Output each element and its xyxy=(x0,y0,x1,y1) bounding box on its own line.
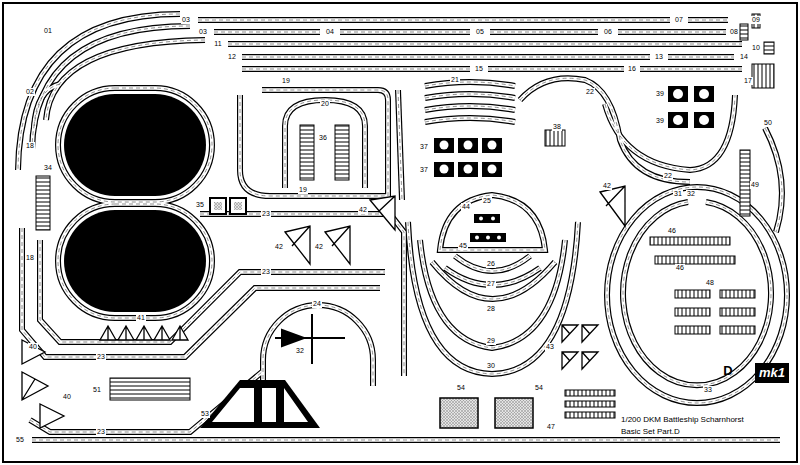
part-number: 02 xyxy=(25,88,35,96)
part-number: 46 xyxy=(675,264,685,272)
part-number: 40 xyxy=(28,343,38,351)
part-number: 42 xyxy=(358,206,368,214)
fittings xyxy=(210,86,714,428)
part-number: 09 xyxy=(751,16,761,24)
part-number: 35 xyxy=(195,201,205,209)
part-number: 23 xyxy=(96,428,106,436)
part-number: 53 xyxy=(200,410,210,418)
railing-strip-detail xyxy=(18,14,787,440)
part-number: 36 xyxy=(318,134,328,142)
part-number: 37 xyxy=(419,143,429,151)
part-number: 25 xyxy=(482,197,492,205)
part-number: 03 xyxy=(198,28,208,36)
oval-plate xyxy=(64,94,206,196)
part-number: 33 xyxy=(703,386,713,394)
part-number: 42 xyxy=(274,243,284,251)
part-number: 22 xyxy=(585,88,595,96)
bracket-53 xyxy=(200,380,320,428)
part-number: 39 xyxy=(655,117,665,125)
part-number: 37 xyxy=(419,166,429,174)
part-number: 38 xyxy=(552,123,562,131)
part-number: 07 xyxy=(674,16,684,24)
part-number: 12 xyxy=(227,53,237,61)
part-number: 19 xyxy=(281,77,291,85)
part-number: 54 xyxy=(534,384,544,392)
part-number: 18 xyxy=(25,254,35,262)
part-number: 45 xyxy=(458,242,468,250)
part-number: 04 xyxy=(325,28,335,36)
part-number: 05 xyxy=(475,28,485,36)
part-number: 23 xyxy=(261,210,271,218)
part-number: 01 xyxy=(43,27,53,35)
part-number: 55 xyxy=(15,436,25,444)
part-number: 19 xyxy=(298,186,308,194)
part-number: 42 xyxy=(602,182,612,190)
maker-logo: mk1 xyxy=(755,363,789,383)
part-number: 31 xyxy=(673,190,683,198)
part-number: 26 xyxy=(486,260,496,268)
part-number: 42 xyxy=(314,243,324,251)
part-number: 48 xyxy=(705,279,715,287)
part-number: 51 xyxy=(92,386,102,394)
part-number: 54 xyxy=(456,384,466,392)
part-number: 10 xyxy=(751,44,761,52)
sheet-letter: D xyxy=(722,364,733,378)
part-number: 32 xyxy=(295,347,305,355)
part-number: 29 xyxy=(486,337,496,345)
gussets xyxy=(22,186,625,428)
part-number: 46 xyxy=(667,227,677,235)
railing-strip-fill xyxy=(18,14,787,440)
part-number: 20 xyxy=(320,100,330,108)
part-number: 30 xyxy=(486,362,496,370)
part-number: 13 xyxy=(654,53,664,61)
part-number: 44 xyxy=(461,203,471,211)
part-number: 28 xyxy=(486,305,496,313)
part-number: 17 xyxy=(743,77,753,85)
part-number: 16 xyxy=(627,65,637,73)
part-number: 43 xyxy=(545,343,555,351)
part-number: 15 xyxy=(474,65,484,73)
vane-32 xyxy=(275,314,345,364)
part-number: 39 xyxy=(655,90,665,98)
part-number: 21 xyxy=(450,76,460,84)
part-number: 11 xyxy=(213,40,222,48)
part-number: 24 xyxy=(312,300,322,308)
part-number: 03 xyxy=(181,16,191,24)
part-number: 23 xyxy=(261,268,271,276)
ladders xyxy=(36,14,774,418)
oval-plate xyxy=(64,210,206,312)
part-number: 40 xyxy=(62,393,72,401)
part-number: 47 xyxy=(546,423,556,431)
part-number: 06 xyxy=(603,28,613,36)
part-number: 23 xyxy=(96,353,106,361)
fret-frame xyxy=(3,3,797,462)
part-number: 14 xyxy=(739,53,749,61)
part-number: 22 xyxy=(663,172,673,180)
part-number: 18 xyxy=(25,142,35,150)
part-number: 41 xyxy=(136,314,146,322)
part-number: 08 xyxy=(729,28,739,36)
sheet-title: Basic Set Part.D xyxy=(620,427,681,436)
part-number: 34 xyxy=(43,164,53,172)
part-number: 50 xyxy=(763,119,773,127)
part-number: 27 xyxy=(486,280,496,288)
sheet-title: 1/200 DKM Battleship Scharnhorst xyxy=(620,415,745,424)
railing-strip-outline xyxy=(18,14,787,440)
part-number: 49 xyxy=(750,181,760,189)
part-number: 32 xyxy=(686,190,696,198)
